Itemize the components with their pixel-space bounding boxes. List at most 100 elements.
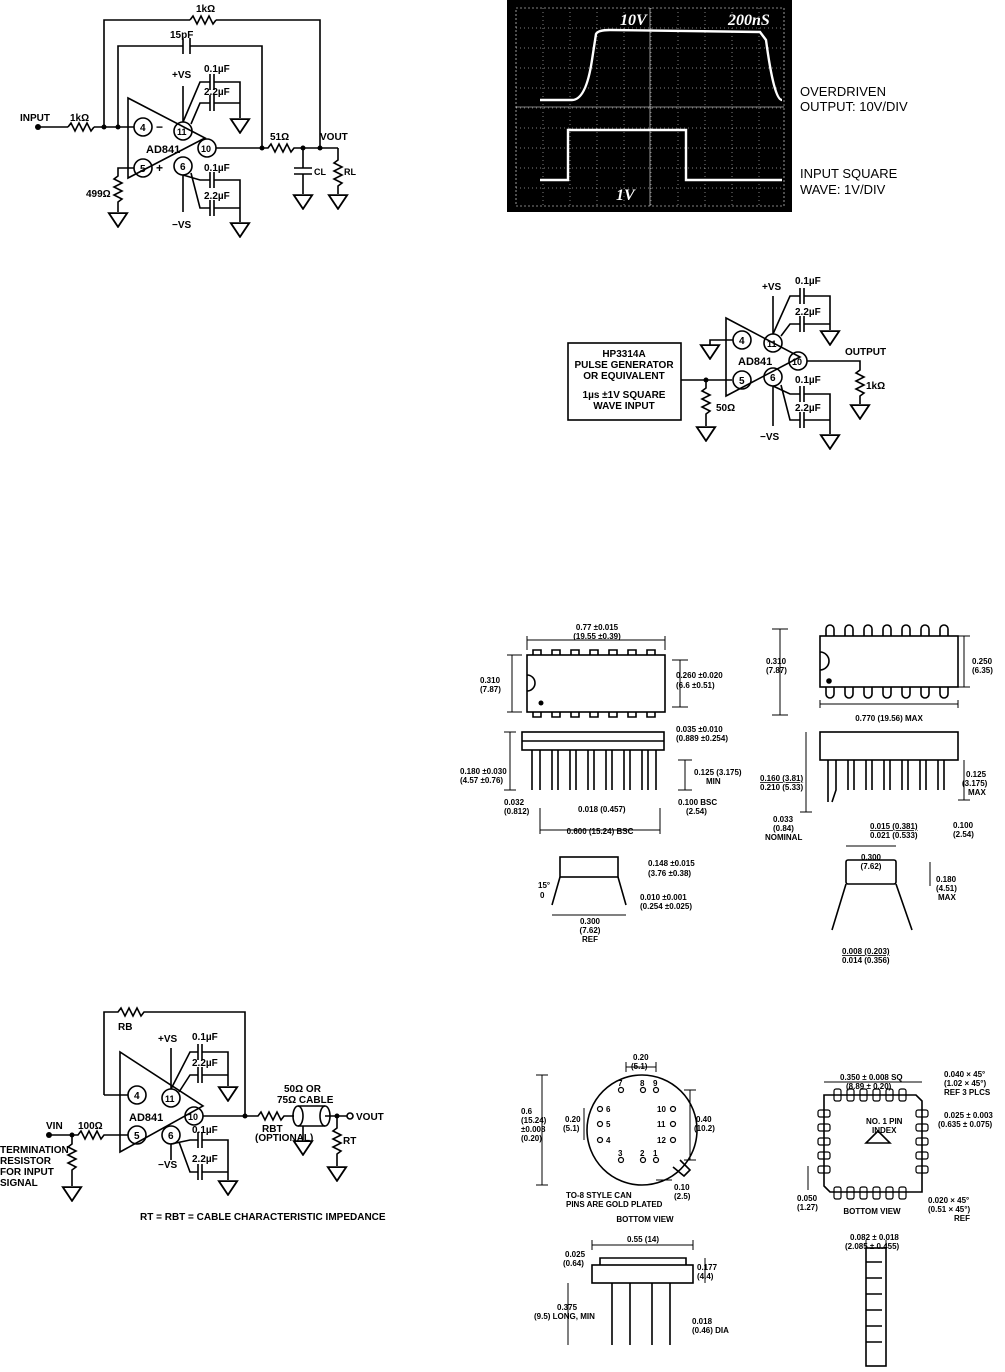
to8-pin-5: 5 [606,1120,611,1129]
to8-tol-mm: (0.20) [521,1134,542,1143]
fig3-circuit: RB +VS 0.1µF 2.2µF 0.1µF 2.2µF −VS AD841… [0,1006,386,1223]
dipc-leadl-min: MIN [706,777,721,786]
lcc-index-1: NO. 1 PIN [866,1117,903,1126]
scope-label-top-1: OVERDRIVEN [800,84,886,99]
to8-lead: 0.375 [557,1303,578,1312]
dipc-zero: 0 [540,891,545,900]
fig2-output: OUTPUT [845,347,886,358]
to8-side-w: 0.55 (14) [627,1235,659,1244]
fig2-minus-vs: −VS [760,432,780,443]
dipc-ref-mm: (7.62) [580,926,601,935]
dipp-wid-mm: (7.87) [766,666,787,675]
fig3-cable-1: 50Ω OR [284,1084,322,1095]
dipc-ref-lbl: REF [582,935,598,944]
dipp-nom-mm: (0.84) [773,824,794,833]
fig1-pin6: 6 [180,162,186,173]
fig2-part: AD841 [738,356,772,368]
lcc-sq-mm: (8.89 ± 0.20) [846,1082,892,1091]
lcc-thk-mm: (2.085 ± 0.455) [845,1242,900,1251]
to8-pin-11: 11 [657,1120,666,1129]
dipp-w2-mm: (6.35) [972,666,993,675]
to8-inner-mm: (5.1) [563,1124,580,1133]
to8-pin-8: 8 [640,1079,645,1088]
to8-side-h: 0.177 [697,1263,718,1272]
to8-note-1: TO-8 STYLE CAN [566,1191,632,1200]
dipc-h: 0.180 ±0.030 [460,767,507,776]
scope-label-top-2: OUTPUT: 10V/DIV [800,99,908,114]
to8-tab: 0.10 [674,1183,690,1192]
fig1-c2: 2.2µF [204,87,230,98]
fig1-input-label: INPUT [20,113,50,124]
fig2-c1: 0.1µF [795,276,821,287]
dipc-bsc-mm: (2.54) [686,807,707,816]
dipc-body-mm: (6.6 ±0.51) [676,681,715,690]
dipp-row: 0.300 [861,853,882,862]
dipp-len: 0.770 (19.56) MAX [855,714,923,723]
dip-ceramic-outline [504,636,692,916]
fig1-plus-sign: + [156,161,163,175]
fig1-c3: 0.1µF [204,163,230,174]
fig1-plus-vs: +VS [172,70,192,81]
dipc-len-mm: (19.55 ±0.39) [573,632,621,641]
fig3-cable-2: 75Ω CABLE [277,1095,334,1106]
to8-right-mm: (10.2) [694,1124,715,1133]
fig3-plus-vs: +VS [158,1034,178,1045]
lcc-chamfer: 0.040 × 45° [944,1070,985,1079]
dipp-pitch: 0.100 [953,821,974,830]
dipc-pend: 0.032 [504,798,525,807]
dipc-seat-mm: (3.76 ±0.38) [648,869,691,878]
scope-ch2-scale: 1V [616,187,636,204]
fig2-gen-5: WAVE INPUT [593,401,654,412]
fig1-rfb-label: 1kΩ [196,4,215,15]
to8-pin-2: 2 [640,1149,645,1158]
to8-lead-d-mm: (0.46) DIA [692,1326,729,1335]
dipp-wid: 0.310 [766,657,787,666]
fig3-c1: 0.1µF [192,1032,218,1043]
fig3-c3: 0.1µF [192,1125,218,1136]
dipp-lw2: 0.021 (0.533) [870,831,918,840]
fig3-minus-vs: −VS [158,1160,178,1171]
fig2-c2: 2.2µF [795,307,821,318]
dipc-thick: 0.010 ±0.001 [640,893,687,902]
fig2-gen-2: PULSE GENERATOR [574,360,674,371]
fig1-pin10: 10 [201,144,211,154]
dipc-body: 0.260 ±0.020 [676,671,723,680]
to8-pin-1: 1 [653,1149,658,1158]
lcc-sq: 0.350 ± 0.008 SQ [840,1073,903,1082]
to8-lead-d: 0.018 [692,1317,713,1326]
fig1-c4: 2.2µF [204,191,230,202]
fig3-vout: VOUT [356,1112,384,1123]
dipc-leadt-mm: (0.889 ±0.254) [676,734,728,743]
dipc-bsc: 0.100 BSC [678,798,717,807]
fig3-term-1: TERMINATION [0,1145,69,1156]
fig2-c4: 2.2µF [795,403,821,414]
to8-view: BOTTOM VIEW [616,1215,674,1224]
fig1-rout: 51Ω [270,132,289,143]
to8-pin-3: 3 [618,1149,623,1158]
lcc-pitch-mm: (1.27) [797,1203,818,1212]
to8-pin-4: 4 [606,1136,611,1145]
fig1-pin11: 11 [177,127,187,137]
dipc-ref: 0.300 [580,917,601,926]
lcc-corner-ref: REF [954,1214,970,1223]
dipc-seat: 0.148 ±0.015 [648,859,695,868]
dipc-wid-mm: (7.87) [480,685,501,694]
fig1-minus-sign: − [156,120,163,134]
fig1-cl: CL [314,167,326,177]
lcc-pitch: 0.050 [797,1194,818,1203]
dipp-nom: 0.033 [773,815,794,824]
to8-pin-9: 9 [653,1079,658,1088]
dipp-h1: 0.160 (3.81) [760,774,803,783]
fig1-vout: VOUT [320,132,348,143]
fig3-rin: 100Ω [78,1121,103,1132]
fig2-rload: 1kΩ [866,381,885,392]
fig3-note: RT = RBT = CABLE CHARACTERISTIC IMPEDANC… [140,1212,386,1223]
fig3-part: AD841 [129,1112,163,1124]
fig1-c1: 0.1µF [204,64,230,75]
lcc-pad-mm: (0.635 ± 0.075) [938,1120,993,1129]
fig3-rt: RT [343,1136,356,1147]
fig3-vin: VIN [46,1121,63,1132]
fig2-c3: 0.1µF [795,375,821,386]
fig2-plus-vs: +VS [762,282,782,293]
